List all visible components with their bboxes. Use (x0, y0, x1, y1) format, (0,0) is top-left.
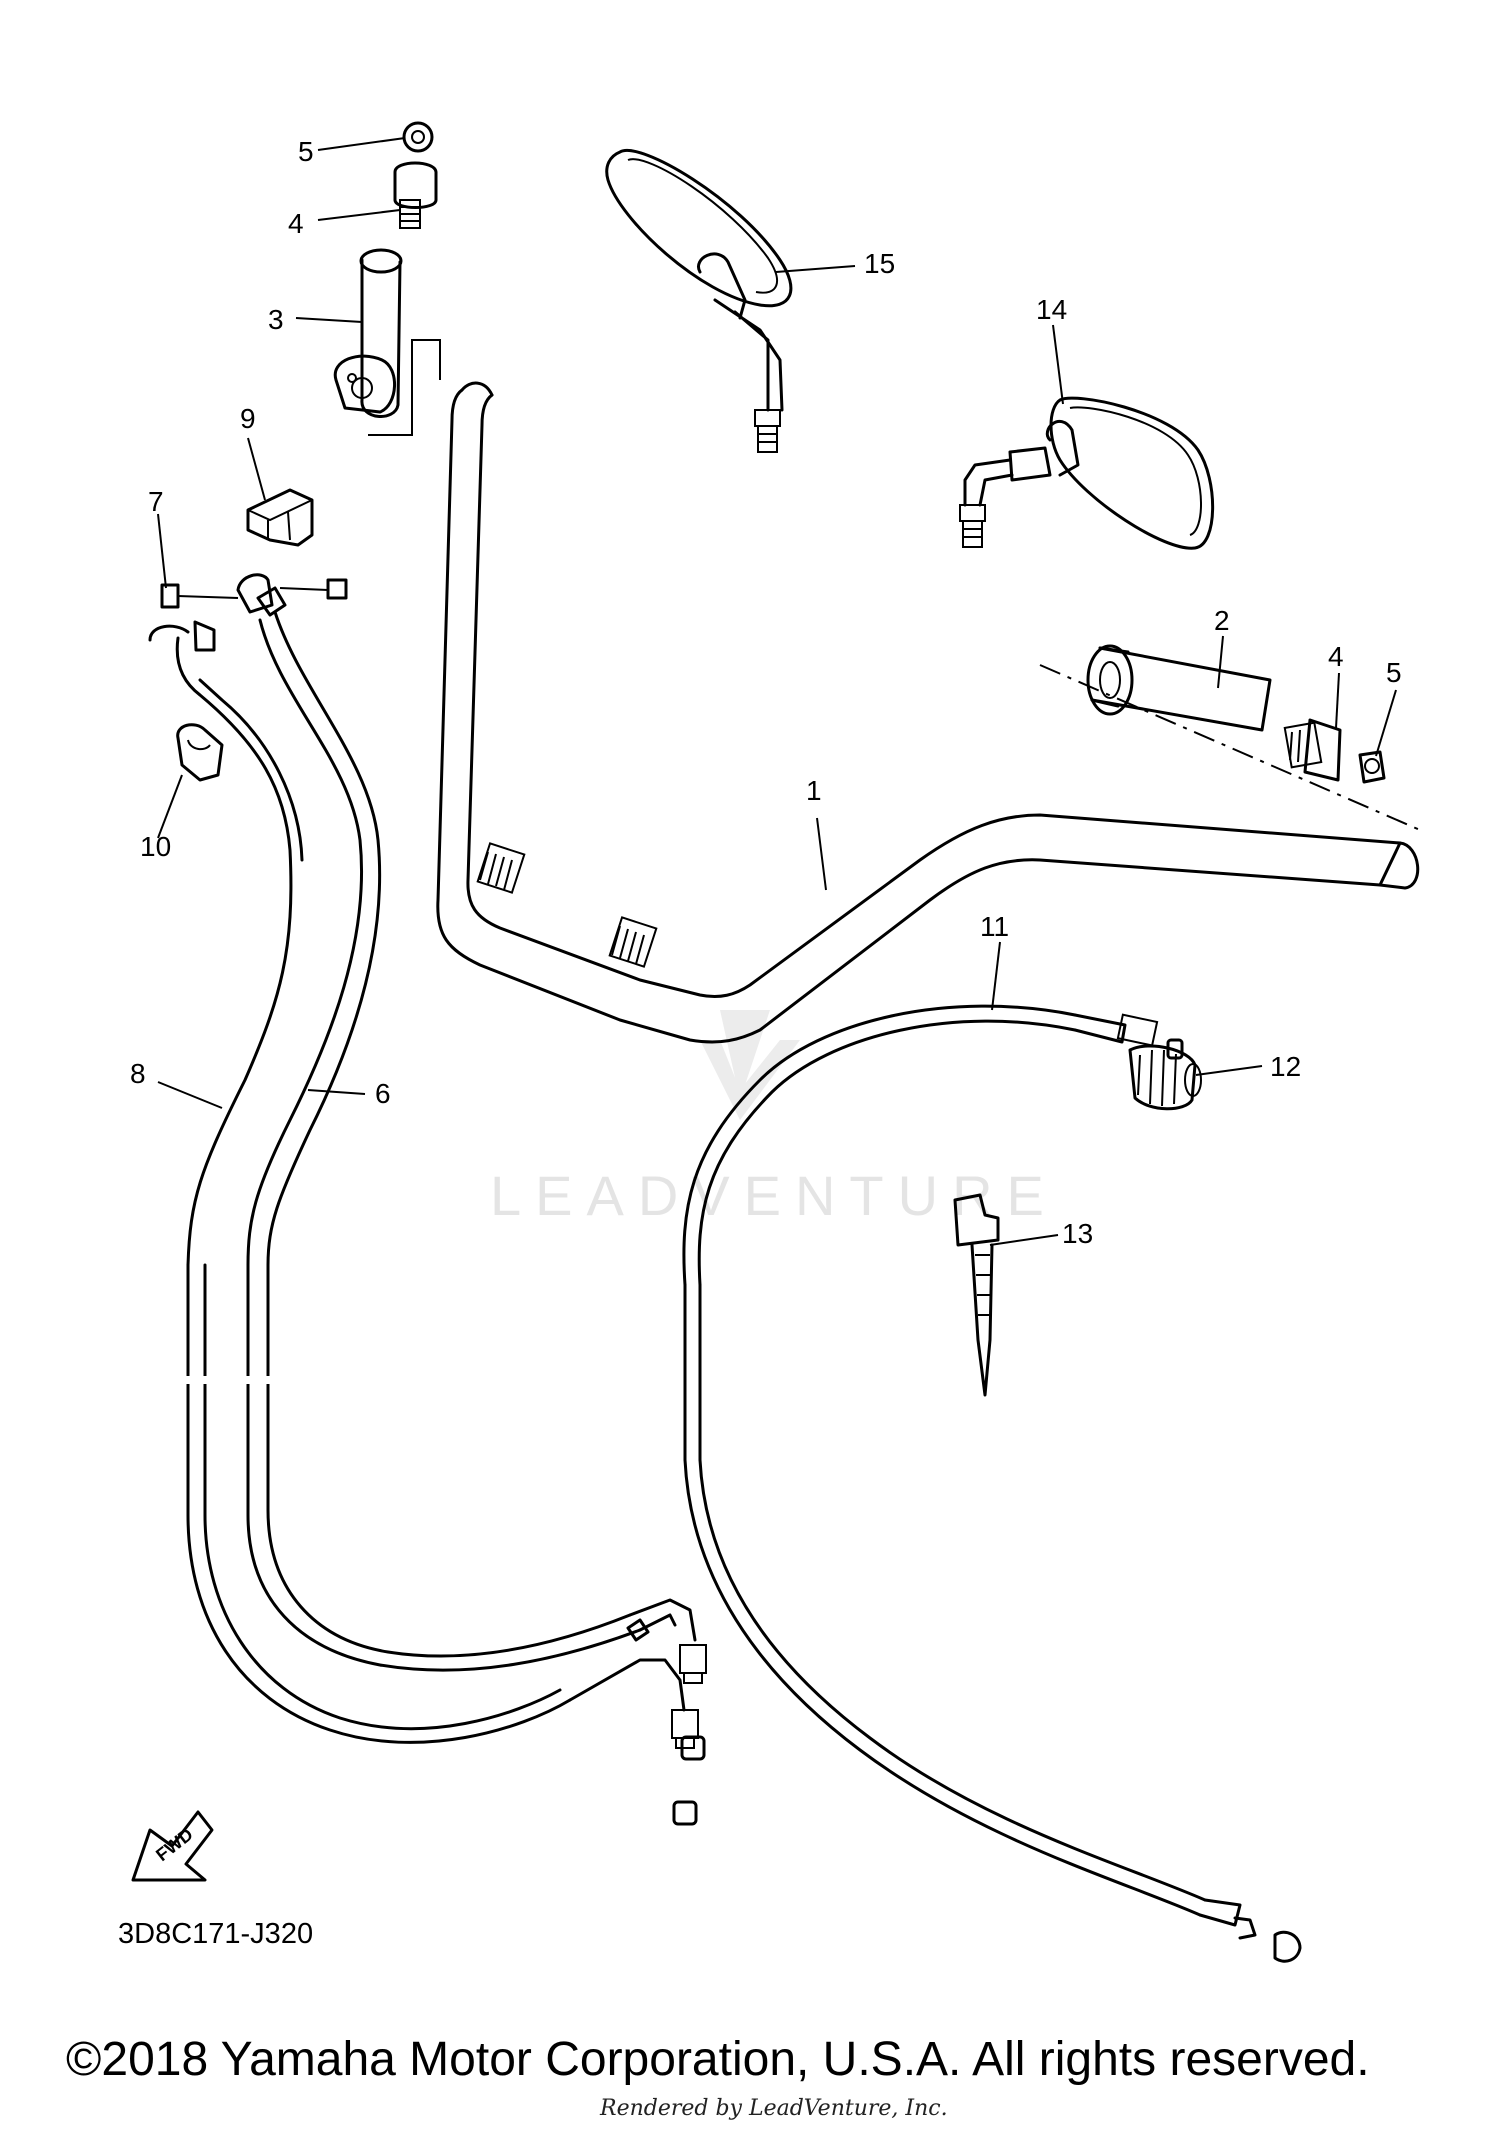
cable-holder (176, 723, 224, 782)
clutch-cable (682, 1004, 1302, 1963)
callouts: 5 4 3 9 7 10 8 6 15 14 2 4 5 1 11 12 13 (130, 136, 1402, 1249)
diagram-code: 3D8C171-J320 (118, 1918, 314, 1950)
callout-7: 7 (148, 486, 164, 517)
copyright-notice: ©2018 Yamaha Motor Corporation, U.S.A. A… (66, 2033, 1370, 2086)
callout-6: 6 (375, 1078, 391, 1109)
screw (160, 583, 239, 609)
callout-5-right: 5 (1386, 657, 1402, 688)
cable-junction (236, 573, 348, 614)
mirror-left (605, 149, 793, 453)
callout-10: 10 (140, 831, 171, 862)
watermark-text: LEADVENTURE (490, 1164, 1058, 1227)
throttle-cable-6 (246, 586, 707, 1761)
left-grip (333, 248, 403, 418)
callout-4-left: 4 (288, 208, 304, 239)
callout-5-left: 5 (298, 136, 314, 167)
callout-15: 15 (864, 248, 895, 279)
throttle-cable-8 (148, 620, 699, 1826)
mirror-right (959, 396, 1215, 550)
callout-14: 14 (1036, 294, 1067, 325)
right-screw (1358, 750, 1386, 784)
callout-1: 1 (806, 775, 822, 806)
right-grip (1039, 644, 1421, 831)
left-screw (402, 121, 434, 153)
callout-2: 2 (1214, 605, 1230, 636)
left-grip-end (393, 161, 438, 229)
cable-clamp (246, 488, 314, 547)
fwd-arrow-icon: FWD (131, 1810, 214, 1882)
callout-4-right: 4 (1328, 641, 1344, 672)
handlebar (368, 339, 1420, 1044)
rendered-by: Rendered by LeadVenture, Inc. (600, 2096, 948, 2121)
callout-3: 3 (268, 304, 284, 335)
callout-13: 13 (1062, 1218, 1093, 1249)
right-grip-end (1283, 718, 1342, 782)
callout-8: 8 (130, 1058, 146, 1089)
leader-lines (157, 137, 1397, 1246)
cable-tie (953, 1193, 1000, 1397)
callout-11: 11 (980, 911, 1009, 942)
watermark-logo (700, 1010, 800, 1120)
dust-cover (1128, 1044, 1202, 1111)
callout-12: 12 (1270, 1051, 1301, 1082)
callout-9: 9 (240, 403, 256, 434)
